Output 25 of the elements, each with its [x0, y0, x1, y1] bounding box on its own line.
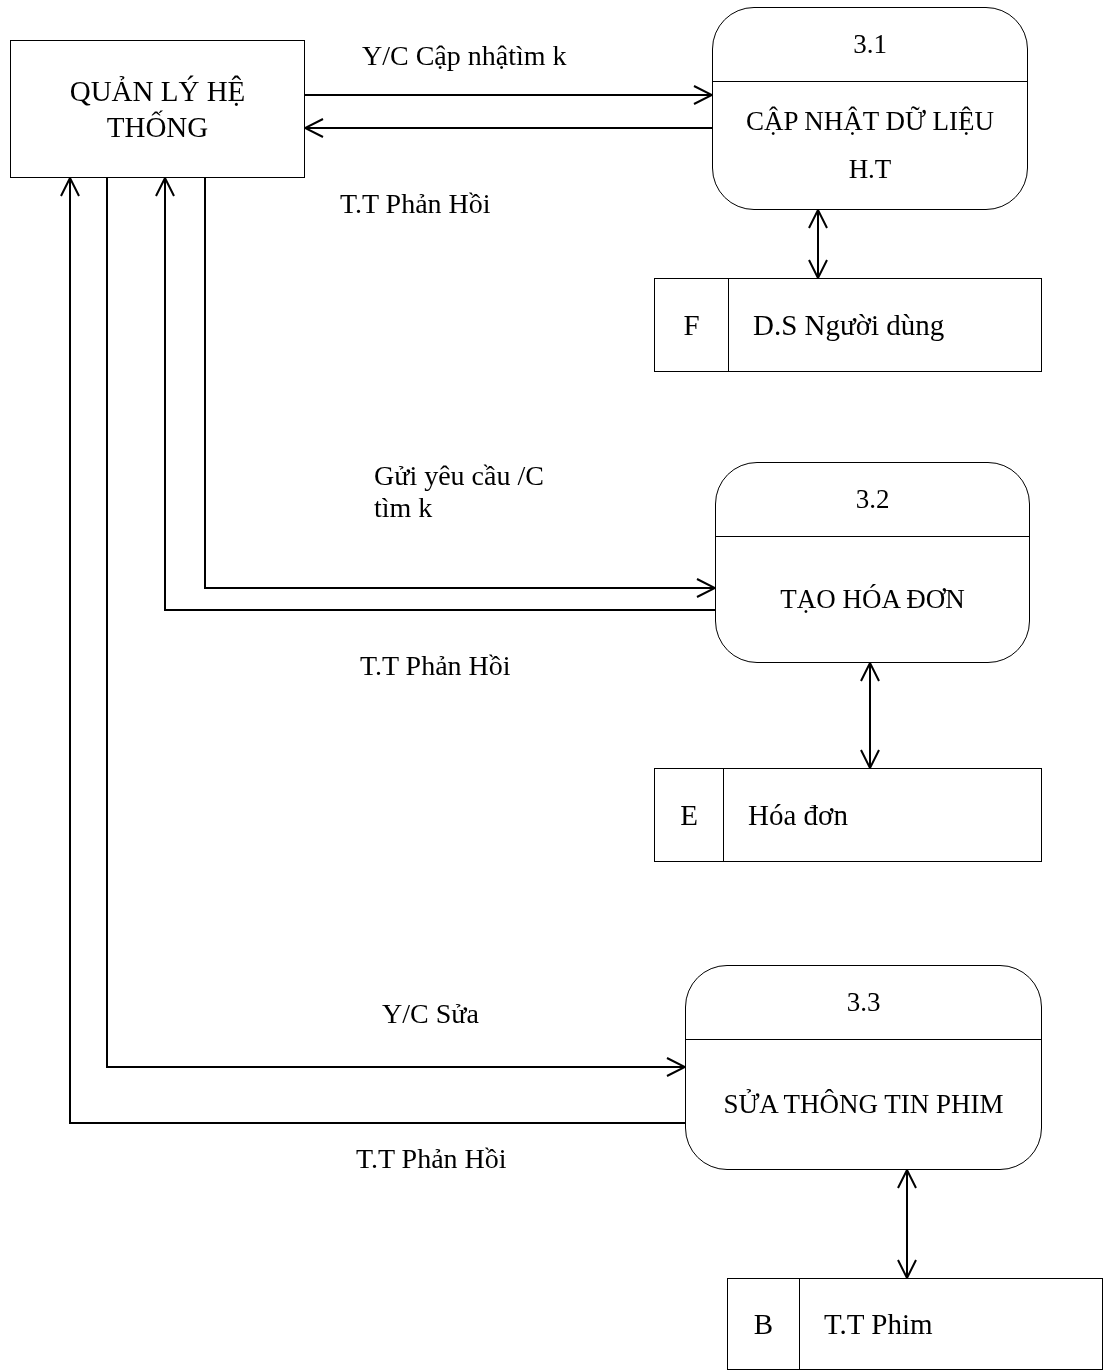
process-number: 3.2	[716, 463, 1029, 537]
data-store-box	[654, 278, 1042, 372]
process-box	[685, 965, 1042, 1170]
process-box	[712, 7, 1028, 210]
arrow	[897, 1169, 917, 1279]
process-number: 3.3	[686, 966, 1041, 1040]
process-number: 3.1	[713, 8, 1027, 82]
process-name: CẬP NHẬT DỮ LIỆU H.T	[744, 105, 996, 186]
store-name: D.S Người dùng	[752, 308, 945, 342]
process-name: SỬA THÔNG TIN PHIM	[722, 1087, 1005, 1121]
arrow	[304, 118, 713, 138]
entity-name: QUẢN LÝ HỆ THỐNG	[68, 73, 247, 145]
store-id: F	[655, 279, 729, 371]
process-name: TẠO HÓA ĐƠN	[779, 582, 966, 616]
store-name: Hóa đơn	[747, 798, 848, 832]
store-name: T.T Phim	[823, 1307, 933, 1341]
arrow	[808, 209, 828, 279]
arrow	[304, 85, 713, 105]
data-store-box	[727, 1278, 1103, 1370]
arrow	[860, 662, 880, 769]
external-entity-box	[10, 40, 305, 178]
store-id: E	[655, 769, 724, 861]
process-box	[715, 462, 1030, 663]
data-store-box	[654, 768, 1042, 862]
store-id: B	[728, 1279, 800, 1369]
